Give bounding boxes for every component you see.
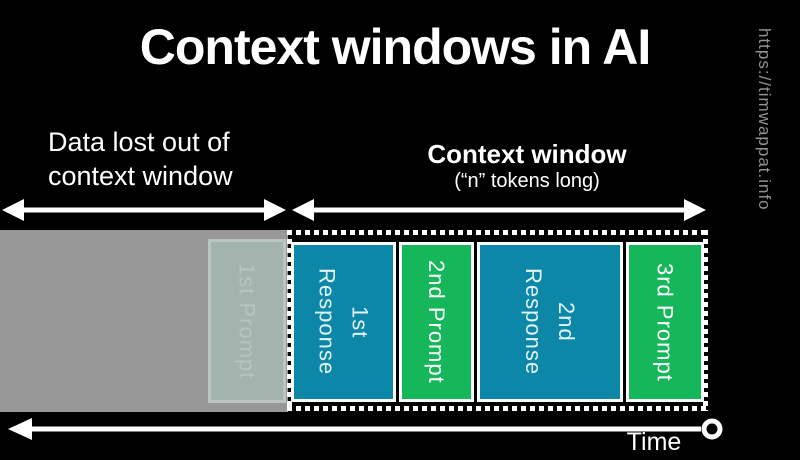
block-label: 2nd Response [521,268,579,376]
block-1st-prompt-faded: 1st Prompt [208,239,286,403]
data-lost-label: Data lost out of context window [48,127,233,191]
block-2nd-prompt: 2nd Prompt [399,242,474,402]
block-3rd-prompt: 3rd Prompt [626,242,704,402]
website-url: https://timwappat.info [755,28,774,211]
context-window-sublabel: (“n” tokens long) [454,170,600,192]
context-window-label: Context window [427,139,627,169]
time-axis-arrow [8,418,723,440]
dotted-border-left [287,230,292,411]
block-2nd-response: 2nd Response [477,242,623,402]
block-label: 3rd Prompt [652,262,678,382]
dotted-border-right [703,230,708,411]
dotted-border-top [287,230,708,235]
dotted-border-bottom [287,406,708,411]
context-window-frame [287,230,708,411]
block-1st-response: 1st Response [291,242,396,402]
block-label: 1st Response [314,268,373,376]
block-label: 1st Prompt [234,262,260,380]
page-title: Context windows in AI [139,19,651,75]
context-window-span-arrow [292,199,706,221]
time-label: Time [626,428,682,456]
block-label: 2nd Prompt [424,260,449,384]
data-lost-span-arrow [2,199,286,221]
